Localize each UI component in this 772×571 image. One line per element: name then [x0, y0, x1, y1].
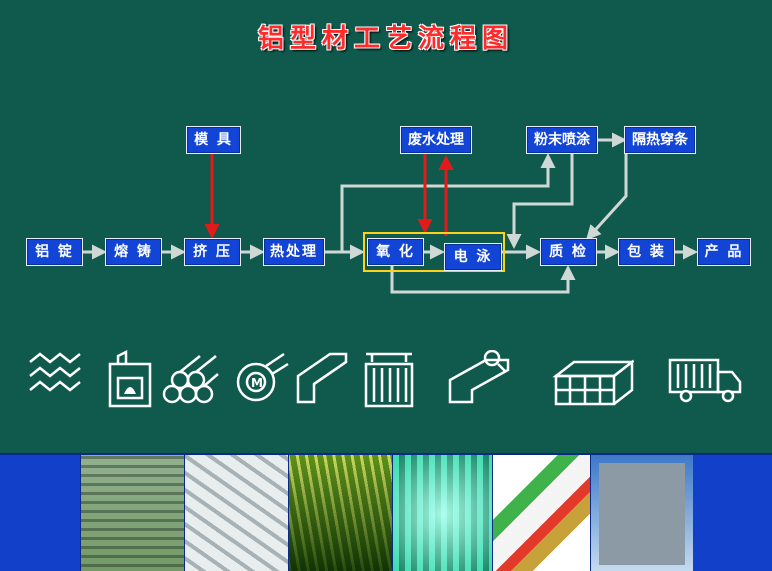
- node-oxidize: 氧 化: [367, 238, 424, 266]
- node-powder-coating: 粉末喷涂: [526, 126, 598, 154]
- svg-text:M: M: [251, 376, 263, 390]
- node-pack: 包 装: [618, 238, 675, 266]
- extrusion-die-icon: M: [236, 352, 289, 402]
- photo-strip: [0, 453, 772, 571]
- billet-logs-icon: [162, 355, 219, 404]
- anodize-tank-icon: [448, 350, 510, 404]
- photo-ingots: [80, 455, 185, 571]
- flow-connectors: [83, 132, 698, 294]
- photo-extrusion-line: [288, 455, 393, 571]
- photo-window: [590, 455, 693, 571]
- truck-icon: [668, 358, 742, 403]
- node-wastewater: 废水处理: [400, 126, 472, 154]
- arrow-oxidize-inspect: [390, 265, 576, 294]
- arrow-powder-inspect: [506, 153, 574, 249]
- node-electrophoresis: 电 泳: [444, 243, 502, 271]
- profile-rail-icon: [296, 352, 348, 404]
- node-melt: 熔 铸: [105, 238, 162, 266]
- node-mold: 模 具: [186, 126, 241, 154]
- node-heat-treatment: 热处理: [263, 238, 325, 266]
- photo-billets: [184, 455, 289, 571]
- arrow-thermal-inspect: [585, 151, 628, 241]
- treatment-highlight: [363, 232, 505, 272]
- photo-profiles: [492, 455, 591, 571]
- aging-oven-icon: [364, 352, 414, 408]
- node-product: 产 品: [697, 238, 751, 266]
- node-inspect: 质 检: [540, 238, 597, 266]
- pallet-pack-icon: [552, 359, 634, 406]
- photo-anodizing: [392, 455, 493, 571]
- furnace-icon: [108, 350, 152, 408]
- page-title: 铝型材工艺流程图: [257, 24, 514, 54]
- ingot-stack-icon: [29, 352, 81, 392]
- node-ingot: 铝 锭: [26, 238, 83, 266]
- node-extrude: 挤 压: [184, 238, 241, 266]
- node-thermal-strip: 隔热穿条: [624, 126, 696, 154]
